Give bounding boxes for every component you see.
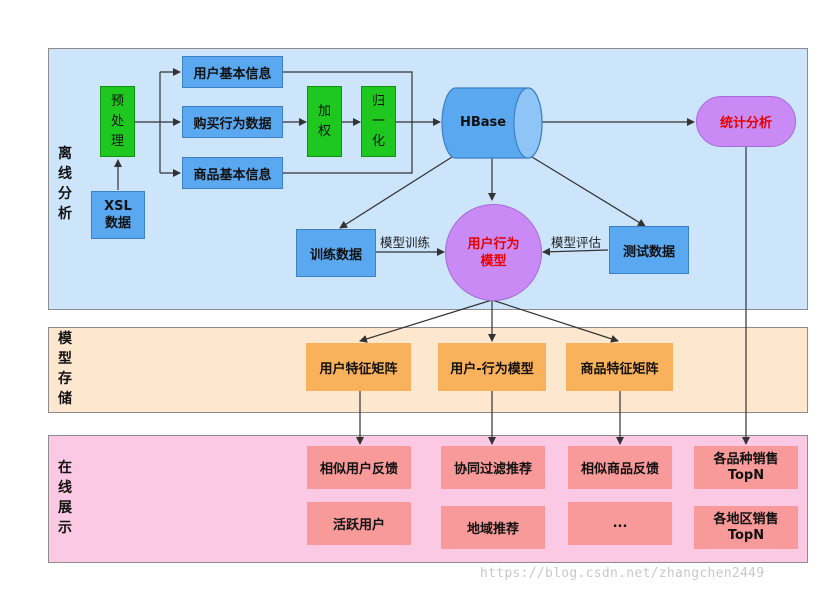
- arrow-model-to-product-matrix: [491, 299, 619, 343]
- model-storage-panel: [48, 327, 808, 413]
- collab-filter-rec-box: 协同过滤推荐: [441, 446, 545, 489]
- product-feature-matrix-box: 商品特征矩阵: [566, 343, 673, 391]
- online-display-panel: [48, 435, 808, 563]
- user-feature-matrix-box: 用户特征矩阵: [306, 343, 411, 391]
- arrow-hbase-to-train: [339, 156, 453, 229]
- similar-product-feedback-box: 相似商品反馈: [568, 446, 672, 489]
- arrow-hbase-to-test: [531, 156, 646, 227]
- similar-user-feedback-box: 相似用户反馈: [307, 446, 411, 489]
- arrow-model-to-user-matrix: [359, 299, 493, 343]
- arrow-test-to-model: [542, 247, 609, 256]
- test-data-box: 测试数据: [609, 226, 689, 274]
- weight-box: 加 权: [307, 86, 342, 157]
- stats-analysis-box: 统计分析: [696, 96, 796, 147]
- category-sales-topn-box: 各品种销售 TopN: [694, 446, 798, 489]
- hbase-cylinder: [441, 87, 543, 159]
- watermark-url: https://blog.csdn.net/zhangchen2449: [480, 566, 765, 581]
- model-train-label: 模型训练: [380, 235, 431, 250]
- train-data-box: 训练数据: [296, 229, 376, 277]
- line-product-info-to-hbase: [283, 122, 413, 174]
- line-user-info-to-hbase: [283, 71, 413, 122]
- hbase-label: HBase: [459, 114, 507, 130]
- user-behavior-model-box: 用户-行为模型: [438, 343, 546, 391]
- normalize-box: 归 一 化: [361, 86, 396, 157]
- product-info-box: 商品基本信息: [182, 157, 283, 189]
- user-info-box: 用户基本信息: [182, 56, 283, 88]
- preprocess-box: 预 处 理: [100, 86, 135, 157]
- storage-panel-label: 模 型 存 储: [58, 331, 72, 407]
- model-eval-label: 模型评估: [551, 235, 602, 250]
- active-user-box: 活跃用户: [307, 502, 411, 545]
- region-rec-box: 地域推荐: [441, 506, 545, 549]
- purchase-data-box: 购买行为数据: [182, 106, 283, 138]
- ellipsis-box: ...: [568, 502, 672, 545]
- region-sales-topn-box: 各地区销售 TopN: [694, 506, 798, 549]
- xsl-data-box: XSL 数据: [91, 191, 145, 239]
- offline-panel-label: 离 线 分 析: [58, 146, 72, 222]
- user-behavior-model-circle: 用户行为 模型: [445, 204, 542, 301]
- display-panel-label: 在 线 展 示: [58, 460, 72, 536]
